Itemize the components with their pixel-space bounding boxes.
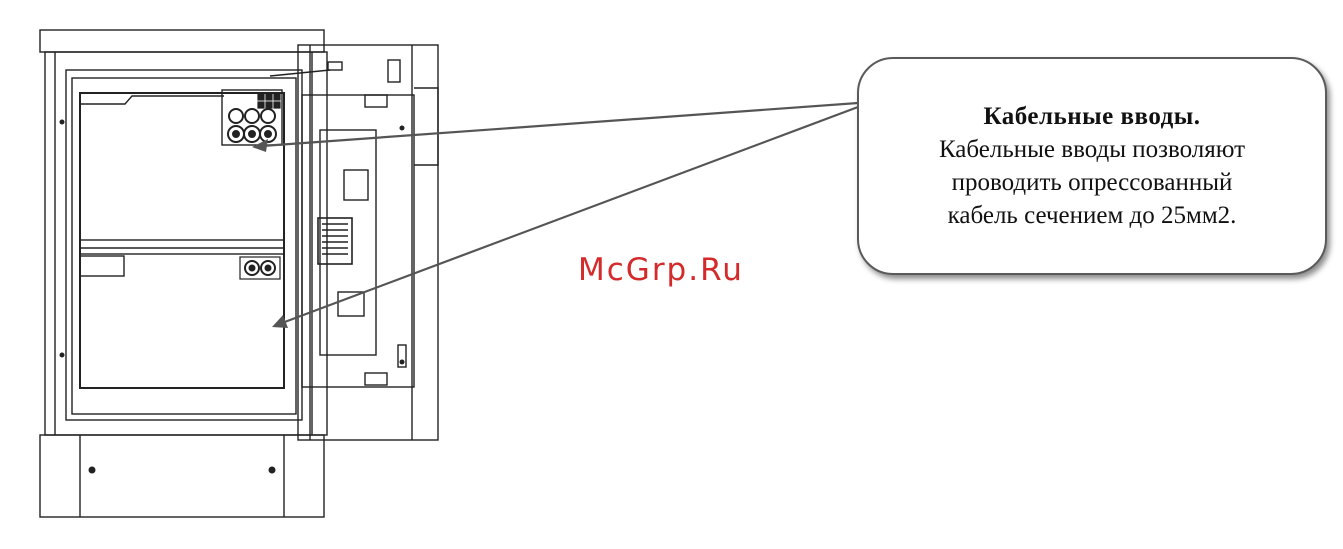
cabinet-plinth xyxy=(40,435,324,517)
cable-glands-upper xyxy=(228,109,276,142)
callout-line-2: проводить опрессованный xyxy=(952,166,1233,199)
fan-grille xyxy=(318,218,352,264)
pointer-arrows xyxy=(252,103,858,328)
callout-line-1: Кабельные вводы позволяют xyxy=(939,133,1245,166)
cabinet-roof xyxy=(40,30,324,52)
watermark-text: McGrp.Ru xyxy=(578,252,744,288)
open-door xyxy=(298,45,438,440)
terminal-block xyxy=(258,94,280,108)
callout-title: Кабельные вводы. xyxy=(983,100,1200,133)
cable-glands-lower xyxy=(240,257,280,279)
callout-line-3: кабель сечением до 25мм2. xyxy=(948,199,1237,232)
callout-box: Кабельные вводы. Кабельные вводы позволя… xyxy=(857,57,1327,275)
divider-shelf xyxy=(80,240,284,254)
